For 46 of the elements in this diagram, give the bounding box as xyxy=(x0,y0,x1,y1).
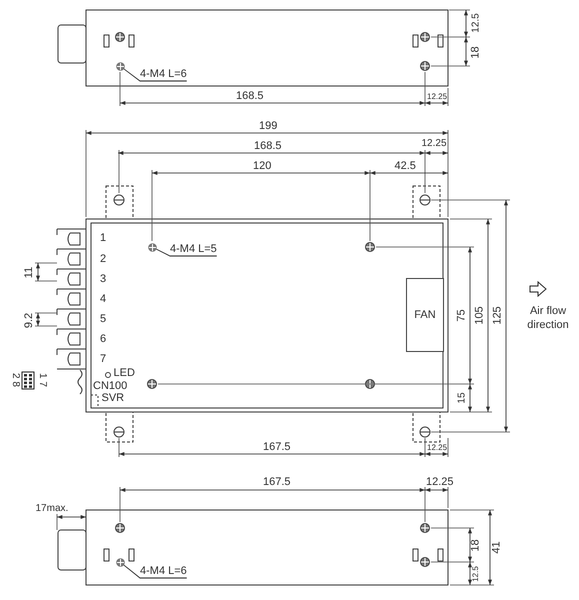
component-label: SVR xyxy=(102,392,124,404)
fan-box: FAN xyxy=(406,278,444,352)
terminal-number: 4 xyxy=(100,294,106,304)
dimension-value: 105 xyxy=(474,306,486,324)
screw-hole-icon xyxy=(116,62,124,70)
dimension-value: 125 xyxy=(492,306,504,324)
terminal-number: 3 xyxy=(100,274,106,284)
leader-line xyxy=(156,248,218,256)
airflow-label: Air flow direction xyxy=(526,304,570,332)
terminal-number: 7 xyxy=(100,354,106,364)
dimension-value: 12.25 xyxy=(426,476,454,488)
component-label: LED xyxy=(114,368,135,378)
leader-line xyxy=(123,564,188,578)
dimension-value: 12.5 xyxy=(472,566,480,582)
dimension-value: 168.5 xyxy=(254,140,282,152)
dimension-value: 9.2 xyxy=(24,312,35,328)
screw-hole-icon xyxy=(116,558,124,566)
dimension-value: 12.25 xyxy=(427,444,448,452)
dimension-value: 42.5 xyxy=(394,160,416,172)
component-label: CN100 xyxy=(93,380,128,392)
terminal-number: 2 xyxy=(100,254,106,264)
terminal-number: 6 xyxy=(100,334,106,344)
dimension-value: 12.25 xyxy=(422,139,447,149)
callout-text: 4-M4 L=5 xyxy=(170,244,217,255)
leader-line xyxy=(123,68,188,82)
dimension-value: 41 xyxy=(492,540,503,554)
dimension-value: 167.5 xyxy=(263,442,291,452)
dimension-value: 17max. xyxy=(36,504,68,514)
dimension-value: 168.5 xyxy=(236,90,264,102)
dimension-value: 18 xyxy=(470,538,482,552)
dimension-value: 11 xyxy=(24,266,35,278)
dimension-value: 120 xyxy=(253,160,272,172)
dimension-value: 75 xyxy=(456,308,468,322)
dimension-value: 12.25 xyxy=(427,93,448,101)
dimension-value: 18 xyxy=(470,46,482,58)
terminal-number: 1 xyxy=(100,232,106,244)
component-label: 1 7 xyxy=(36,373,47,387)
terminal-number: 5 xyxy=(100,314,106,324)
dimension-value: 15 xyxy=(457,392,468,404)
dimension-value: 167.5 xyxy=(263,476,291,488)
dimension-value: 199 xyxy=(259,120,278,132)
callout-text: 4-M4 L=6 xyxy=(140,566,187,577)
component-label: 2 8 xyxy=(10,373,20,387)
screw-hole-icon xyxy=(148,242,156,252)
dimension-value: 12.5 xyxy=(471,13,482,33)
callout-text: 4-M4 L=6 xyxy=(140,69,187,80)
